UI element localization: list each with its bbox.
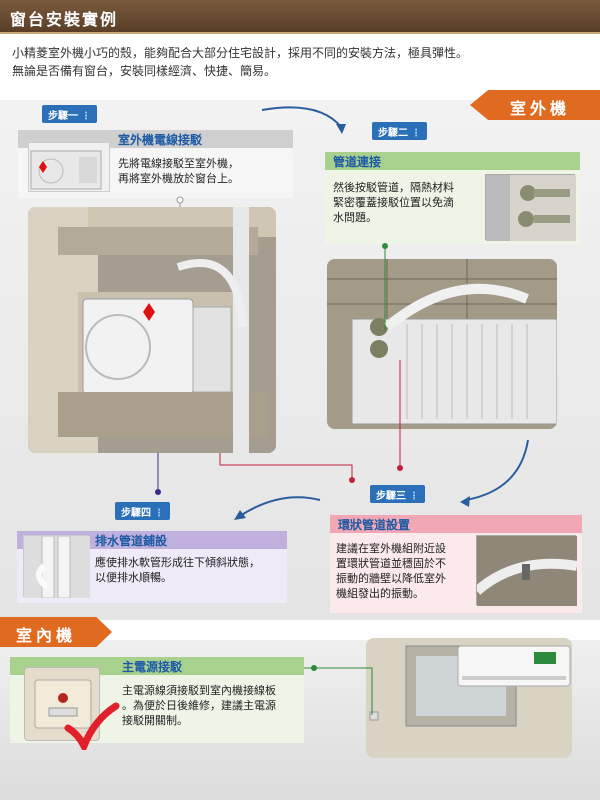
step-1-body: 先將電線接駁至室外機， 再將室外機放於窗台上。 xyxy=(118,156,239,186)
step-2-title: 管道連接 xyxy=(325,152,580,170)
step-dots-icon: ⋮ xyxy=(154,508,164,519)
step-2-tag: 步驟二⋮ xyxy=(372,122,427,140)
photo-indoor-unit xyxy=(366,638,572,758)
step-1-thumbnail xyxy=(28,142,110,192)
intro-line-1: 小精菱室外機小巧的殼，能夠配合大部分住宅設計，採用不同的安裝方法，極具彈性。 xyxy=(12,46,469,60)
drain-pipe-thumbnail-icon xyxy=(24,535,90,599)
intro-line-2: 無論是否備有窗台，安裝同樣經濟、快捷、簡易。 xyxy=(12,64,277,78)
step-2-body-line: 然後按駁管道，隔熱材料 xyxy=(333,181,454,194)
step-3-body: 建議在室外機組附近設 置環狀管道並穩固於不 振動的牆壁以降低室外 機組發出的振動… xyxy=(336,541,446,601)
indoor-unit-photo-icon xyxy=(366,638,572,758)
step-3-body-line: 機組發出的振動。 xyxy=(336,587,424,600)
step-4-body-line: 以便排水順暢。 xyxy=(95,571,172,584)
step-2-tag-label: 步驟二 xyxy=(378,128,408,139)
step-2-body-line: 水問題。 xyxy=(333,211,377,224)
step-1-tag: 步驟一⋮ xyxy=(42,105,97,123)
step-3-thumbnail xyxy=(473,535,578,606)
intro-text: 小精菱室外機小巧的殼，能夠配合大部分住宅設計，採用不同的安裝方法，極具彈性。 無… xyxy=(12,44,592,80)
step-2-body: 然後按駁管道，隔熱材料 緊密覆蓋接駁位置以免滴 水問題。 xyxy=(333,180,454,225)
step-dots-icon: ⋮ xyxy=(411,128,421,139)
step-1-body-line: 再將室外機放於窗台上。 xyxy=(118,172,239,185)
power-body: 主電源線須接駁到室內機接線板 。為便於日後維修，建議主電源 接駁開關制。 xyxy=(122,683,276,728)
step-3-title: 環狀管道設置 xyxy=(330,515,582,533)
pipe-connection-photo-icon xyxy=(327,259,557,429)
step-2-thumbnail xyxy=(485,174,576,241)
section-tag-outdoor: 室外機 xyxy=(470,90,600,120)
step-3-tag-label: 步驟三 xyxy=(376,491,406,502)
photo-pipe-connection xyxy=(327,259,557,429)
step-3-box: 環狀管道設置 建議在室外機組附近設 置環狀管道並穩固於不 振動的牆壁以降低室外 … xyxy=(330,515,582,613)
step-1-tag-label: 步驟一 xyxy=(48,111,78,122)
checkmark-icon xyxy=(64,702,120,750)
step-3-tag: 步驟三⋮ xyxy=(370,485,425,503)
step-4-thumbnail xyxy=(23,535,90,599)
looped-pipe-thumbnail-icon xyxy=(473,536,578,606)
step-dots-icon: ⋮ xyxy=(409,491,419,502)
header-bar: 窗台安裝實例 xyxy=(0,0,600,34)
step-2-body-line: 緊密覆蓋接駁位置以免滴 xyxy=(333,196,454,209)
power-switch-thumbnail xyxy=(24,667,100,741)
step-1-body-line: 先將電線接駁至室外機， xyxy=(118,157,239,170)
step-3-body-line: 置環狀管道並穩固於不 xyxy=(336,557,446,570)
power-body-line: 接駁開關制。 xyxy=(122,714,188,727)
step-2-box: 管道連接 然後按駁管道，隔熱材料 緊密覆蓋接駁位置以免滴 水問題。 xyxy=(325,152,580,244)
power-body-line: 。為便於日後維修，建議主電源 xyxy=(122,699,276,712)
outdoor-unit-thumbnail-icon xyxy=(30,150,102,190)
outdoor-unit-photo-icon xyxy=(28,207,276,453)
step-3-body-line: 振動的牆壁以降低室外 xyxy=(336,572,446,585)
power-body-line: 主電源線須接駁到室內機接線板 xyxy=(122,684,276,697)
photo-outdoor-unit xyxy=(28,207,276,453)
step-3-body-line: 建議在室外機組附近設 xyxy=(336,542,446,555)
step-4-body: 應使排水軟管形成往下傾斜狀態， 以便排水順暢。 xyxy=(95,555,260,585)
step-4-tag-label: 步驟四 xyxy=(121,508,151,519)
step-4-body-line: 應使排水軟管形成往下傾斜狀態， xyxy=(95,556,260,569)
step-dots-icon: ⋮ xyxy=(81,111,91,122)
step-4-tag: 步驟四⋮ xyxy=(115,502,170,520)
page-title: 窗台安裝實例 xyxy=(10,10,119,29)
power-box: 主電源接駁 主電源線須接駁到室內機接線板 。為便於日後維修，建議主電源 接駁開關… xyxy=(10,657,304,743)
step-4-box: 排水管道鋪設 應使排水軟管形成往下傾斜狀態， 以便排水順暢。 xyxy=(17,531,287,603)
section-tag-indoor: 室內機 xyxy=(0,617,112,647)
step-1-box: 室外機電線接駁 先將電線接駁至室外機， 再將室外機放於窗台上。 xyxy=(18,130,293,198)
power-switch-icon xyxy=(34,679,92,729)
pipe-valve-thumbnail-icon xyxy=(486,175,576,241)
